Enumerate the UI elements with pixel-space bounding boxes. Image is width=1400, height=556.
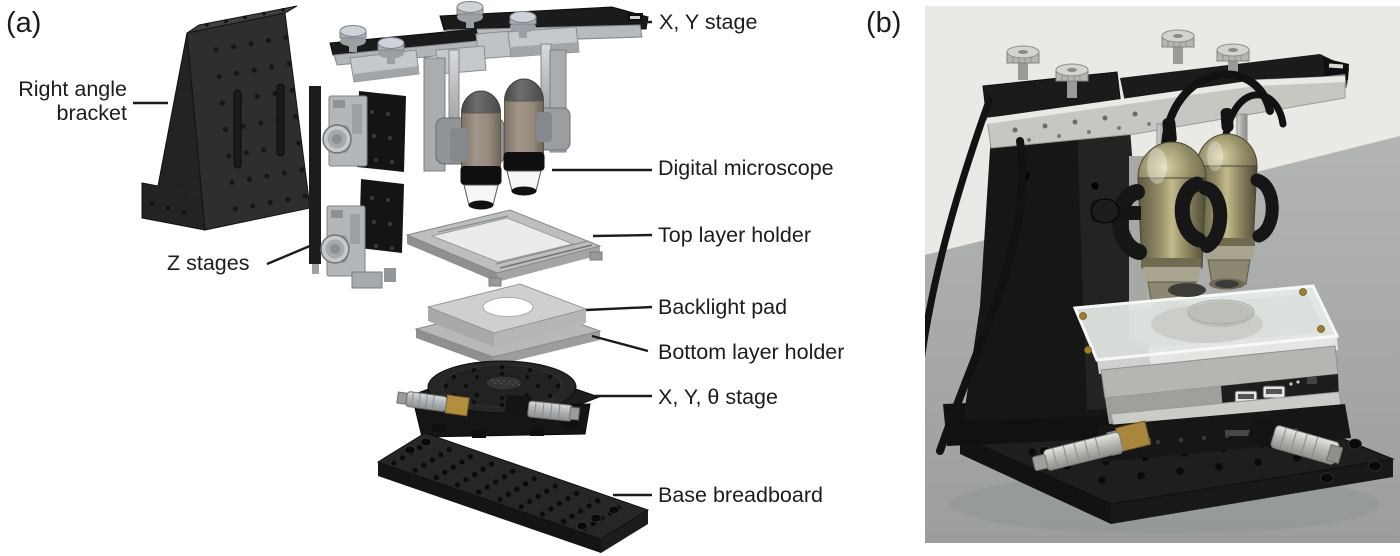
panel-a-tag: (a) [6,7,42,39]
photo-micrometer-right [1246,416,1344,465]
assembled-device-photo [925,6,1400,543]
exploded-view-diagram [133,1,653,553]
photo-thumbscrew [1161,29,1195,64]
label-right-angle-bracket: Right angle bracket [18,77,127,125]
photo-usb-cables [925,70,1287,455]
label-xy-theta-stage: X, Y, θ stage [658,385,778,409]
photo-digital-microscopes [1090,107,1279,312]
panel-b-tag: (b) [866,7,902,39]
label-top-layer-holder: Top layer holder [658,223,811,247]
right-angle-bracket-3d [141,5,311,231]
leader-lines [133,20,653,497]
thumbscrew-knob [509,11,537,38]
photo-thumbscrew [1006,45,1040,80]
label-bottom-layer-holder: Bottom layer holder [658,340,845,364]
z-stage-mount-bar-3d [309,86,321,274]
top-layer-holder-3d [405,209,603,287]
label-xy-stage: X, Y stage [659,10,758,34]
z-stages-3d [320,91,406,289]
label-backlight-pad: Backlight pad [658,295,788,319]
thumbscrew-knob [456,1,484,28]
thumbscrew-knob [377,37,405,64]
photo-thumbscrew [1216,43,1250,78]
label-base-breadboard: Base breadboard [658,483,823,507]
xy-stage-3d [329,1,649,172]
digital-microscopes-3d [435,78,571,210]
base-breadboard-3d [376,432,650,553]
photo-thumbscrew [1055,63,1089,98]
micrometer [504,394,581,422]
label-digital-microscope: Digital microscope [658,156,834,180]
label-z-stages: Z stages [167,251,250,275]
photo-scope-clamps [1112,173,1279,260]
backlight-pad-3d [426,283,588,347]
photo-micrometer-left [1032,420,1152,471]
thumbscrew-knob [339,25,367,52]
photo-top-layer-holder-acrylic [1072,283,1340,374]
photo-xy-theta-stage [1032,391,1351,471]
micrometer [396,391,470,417]
xy-theta-stage-3d [396,360,601,438]
